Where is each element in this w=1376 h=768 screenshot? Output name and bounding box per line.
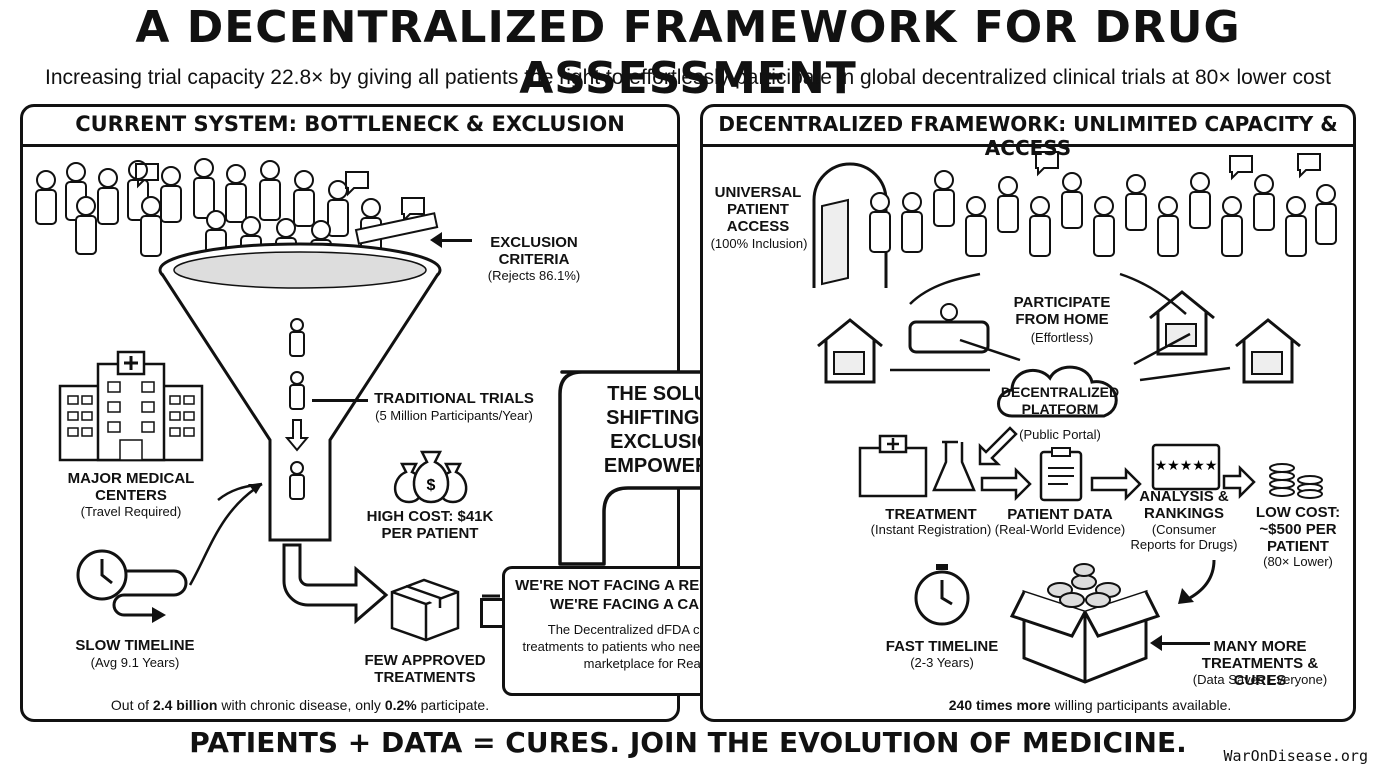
flow-arrows-platform	[890, 272, 1231, 382]
happy-crowd-illustration	[869, 151, 1337, 257]
treatment-label: TREATMENT	[885, 506, 977, 523]
package-box-icon	[390, 578, 460, 642]
site-url: WarOnDisease.org	[1223, 747, 1369, 765]
participate-home-sub: (Effortless)	[1030, 330, 1094, 345]
doorway-icon	[812, 162, 888, 288]
funnel-illustration	[158, 242, 442, 542]
page-subtitle: Increasing trial capacity 22.8× by givin…	[45, 66, 1331, 89]
high-cost-label: HIGH COST: $41K PER PATIENT	[366, 508, 494, 542]
rankings-screen-icon: ★★★★★	[1151, 443, 1221, 491]
exclusion-pointer	[436, 239, 472, 242]
svg-text:$: $	[427, 477, 436, 494]
analysis-label: ANALYSIS & RANKINGS	[1139, 488, 1229, 522]
home-icon	[1235, 318, 1301, 384]
coins-icon	[1269, 463, 1323, 499]
exclusion-criteria-sub: (Rejects 86.1%)	[487, 268, 581, 283]
cures-arrowhead	[1150, 635, 1162, 651]
divider	[23, 144, 677, 147]
cures-box-icon	[1009, 563, 1161, 684]
money-bags-icon: $	[393, 450, 468, 504]
home-icon	[1149, 290, 1215, 356]
analysis-sub: (Consumer Reports for Drugs)	[1130, 522, 1238, 552]
footer-slogan: PATIENTS + DATA = CURES. JOIN THE EVOLUT…	[189, 726, 1187, 759]
many-cures-sub: (Data Saves Everyone)	[1192, 672, 1328, 687]
home-icon	[817, 318, 883, 384]
medical-centers-label: MAJOR MEDICAL CENTERS	[67, 470, 195, 504]
trials-pointer	[312, 399, 368, 402]
stopwatch-icon	[914, 564, 970, 626]
exclusion-arrowhead	[430, 232, 442, 248]
treatment-hospital-icon	[858, 434, 976, 498]
few-approved-label: FEW APPROVED TREATMENTS	[364, 652, 486, 686]
exclusion-criteria-label: EXCLUSION CRITERIA	[490, 234, 578, 268]
decentralized-platform-label: DECENTRALIZED PLATFORM	[1000, 384, 1120, 417]
patient-data-label: PATIENT DATA	[1007, 506, 1113, 523]
decentralized-platform-sub: (Public Portal)	[1019, 427, 1101, 442]
low-cost-sub: (80× Lower)	[1263, 554, 1333, 569]
process-arrows	[978, 426, 1256, 604]
universal-access-label: UNIVERSAL PATIENT ACCESS	[714, 184, 802, 235]
many-cures-label: MANY MORE TREATMENTS & CURES	[1201, 638, 1319, 689]
decentralized-title: DECENTRALIZED FRAMEWORK: UNLIMITED CAPAC…	[718, 112, 1338, 160]
universal-access-sub: (100% Inclusion)	[710, 236, 808, 251]
capacity-callout: WE'RE NOT FACING A RECRUITMENT PROBLEM. …	[502, 566, 884, 696]
hospital-icon	[58, 350, 204, 462]
arrow-to-approved	[282, 543, 389, 625]
low-cost-label: LOW COST: ~$500 PER PATIENT	[1255, 504, 1341, 555]
participate-home-label: PARTICIPATE FROM HOME	[1013, 294, 1111, 328]
fast-timeline-sub: (2-3 Years)	[910, 655, 974, 670]
slow-timeline-label: SLOW TIMELINE	[75, 637, 195, 654]
patient-data-sub: (Real-World Evidence)	[994, 522, 1126, 537]
page-title: A DECENTRALIZED FRAMEWORK FOR DRUG ASSES…	[135, 2, 1241, 104]
treatment-sub: (Instant Registration)	[870, 522, 992, 537]
cures-pointer	[1156, 642, 1210, 645]
sofa-icon	[908, 303, 990, 354]
slow-timeline-sub: (Avg 9.1 Years)	[90, 655, 180, 670]
clock-icon	[76, 549, 188, 623]
divider	[703, 144, 1353, 147]
clipboard-icon	[1039, 447, 1083, 502]
medical-centers-sub: (Travel Required)	[80, 504, 182, 519]
fast-timeline-label: FAST TIMELINE	[885, 638, 999, 655]
svg-text:★★★★★: ★★★★★	[1155, 458, 1218, 474]
right-footnote: 240 times more willing participants avai…	[948, 697, 1232, 713]
traditional-trials-label: TRADITIONAL TRIALS	[374, 390, 534, 407]
traditional-trials-sub: (5 Million Participants/Year)	[375, 408, 533, 423]
cloud-platform-icon	[997, 365, 1118, 418]
left-footnote: Out of 2.4 billion with chronic disease,…	[110, 697, 490, 713]
current-system-title: CURRENT SYSTEM: BOTTLENECK & EXCLUSION	[75, 112, 625, 136]
flow-arrows-left	[188, 482, 263, 586]
